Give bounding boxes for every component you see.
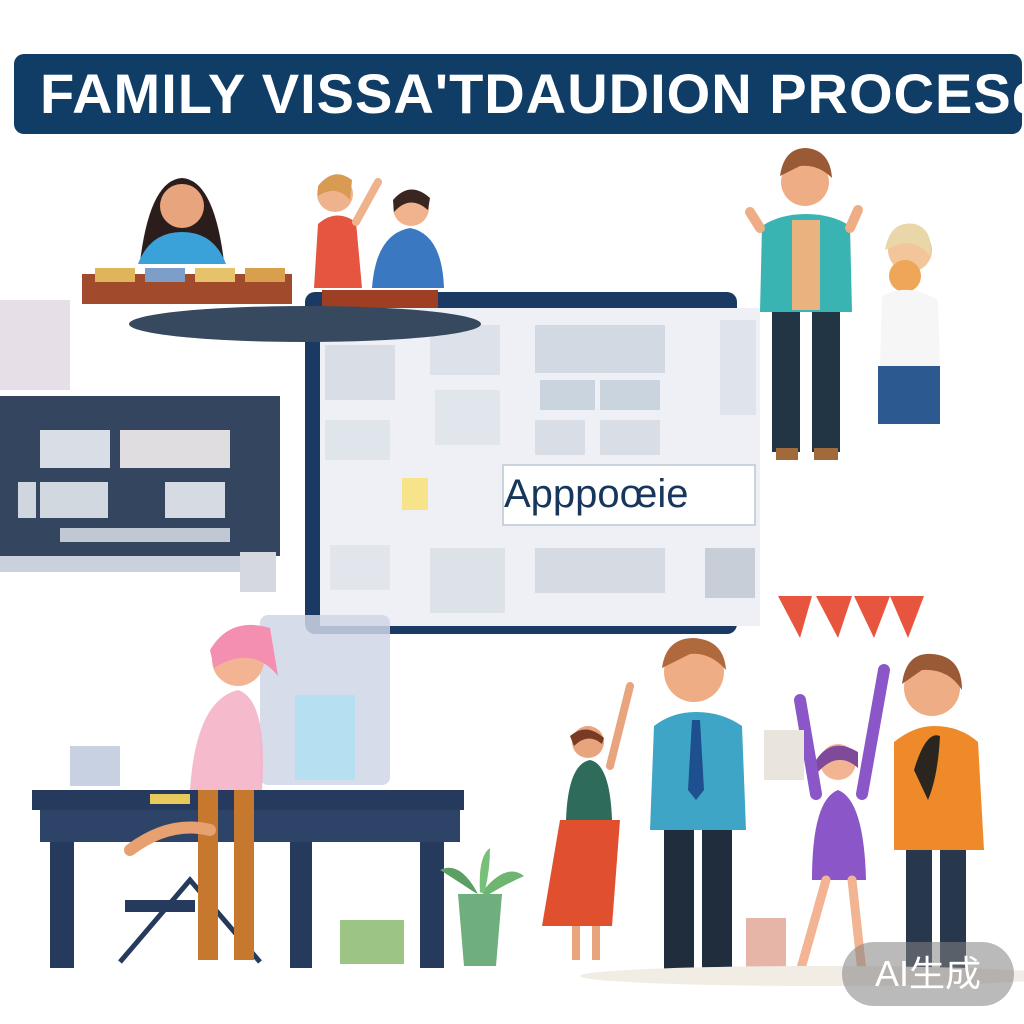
bunting-icon <box>778 596 924 638</box>
application-label: Apppoœie <box>504 472 689 516</box>
person-icon <box>542 682 634 960</box>
application-label-box <box>502 464 756 526</box>
person-icon <box>314 174 382 288</box>
person-icon <box>372 189 444 288</box>
main-monitor-icon <box>305 292 760 634</box>
person-icon <box>138 178 226 264</box>
person-icon <box>124 624 278 960</box>
person-icon <box>764 664 890 977</box>
person-icon <box>745 148 863 460</box>
ai-generated-badge <box>842 942 1014 1006</box>
secondary-monitor-icon <box>0 300 280 572</box>
title-banner <box>14 54 1022 134</box>
person-icon <box>650 638 746 970</box>
shelf-icon <box>82 268 481 342</box>
plant-icon <box>340 848 524 966</box>
title-text: FAMILY VISSA'TDAUDION PROCESᶑ <box>40 62 1024 125</box>
person-icon <box>878 223 940 424</box>
ai-generated-text: AI生成 <box>874 953 981 994</box>
